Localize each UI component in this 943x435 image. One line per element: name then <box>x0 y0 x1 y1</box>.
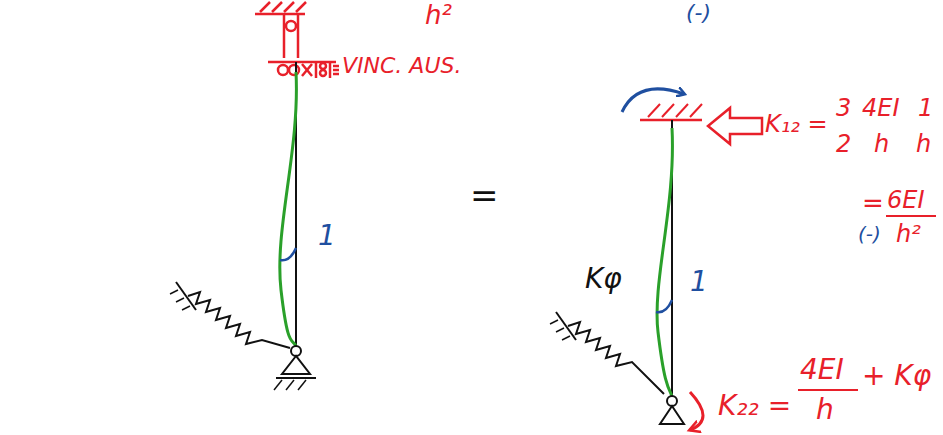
stiffness-term: 4EI <box>862 96 900 120</box>
restraint-note: VINC. AUS. <box>342 55 461 77</box>
stiffness-term: + Kφ <box>862 362 931 390</box>
stiffness-term: = <box>862 190 884 216</box>
rotation-label: 1 <box>318 222 336 250</box>
sign-note: (-) <box>858 224 881 244</box>
stiffness-term: h <box>816 396 834 424</box>
column-left <box>170 62 316 390</box>
stiffness-term: h <box>874 132 889 156</box>
stiffness-term: h² <box>896 222 921 246</box>
stiffness-term: 2 <box>836 132 851 156</box>
stiffness-term: 3 <box>836 96 851 120</box>
spring-label: Kφ <box>585 265 622 293</box>
stiffness-term: K₁₂ = <box>765 112 828 136</box>
rotation-label: 1 <box>690 268 708 296</box>
column-right <box>550 89 936 430</box>
stiffness-term: 4EI <box>800 356 844 384</box>
stiffness-term: K₂₂ = <box>718 392 791 420</box>
equals-sign: = <box>470 178 499 212</box>
stiffness-term: 1 <box>918 96 933 120</box>
stiffness-term: h <box>916 132 931 156</box>
stiffness-term: 6EI <box>887 188 925 212</box>
sign-note: (-) <box>686 2 711 24</box>
dimension-label: h² <box>425 2 452 28</box>
